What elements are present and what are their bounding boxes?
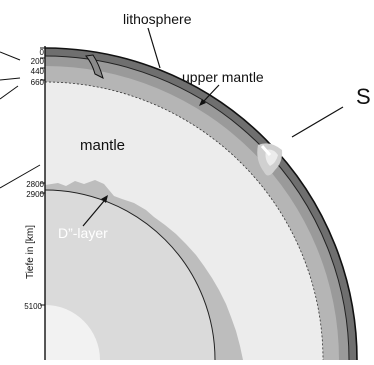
label-cut-letter: S: [356, 84, 371, 109]
depth-tick-0: 0: [40, 48, 45, 57]
depth-tick-660: 660: [31, 78, 45, 87]
label-d-layer: D”-layer: [58, 225, 108, 241]
leader-cut-letter: [292, 107, 343, 137]
label-mantle: mantle: [80, 137, 125, 154]
depth-tick-2800: 2800: [26, 180, 44, 189]
depth-axis-title: Tiefe in [km]: [25, 225, 36, 279]
leader-lithosphere: [148, 28, 160, 68]
label-upper-mantle: upper mantle: [182, 69, 264, 85]
depth-tick-200: 200: [31, 57, 45, 66]
depth-tick-440: 440: [31, 67, 45, 76]
earth-layers: [45, 48, 357, 360]
depth-tick-2900: 2900: [26, 190, 44, 199]
depth-tick-5100: 5100: [24, 302, 42, 311]
label-lithosphere: lithosphere: [123, 11, 192, 27]
depth-axis: 0 200 440 660 2800 2900 5100 Tiefe in [k…: [24, 46, 45, 360]
